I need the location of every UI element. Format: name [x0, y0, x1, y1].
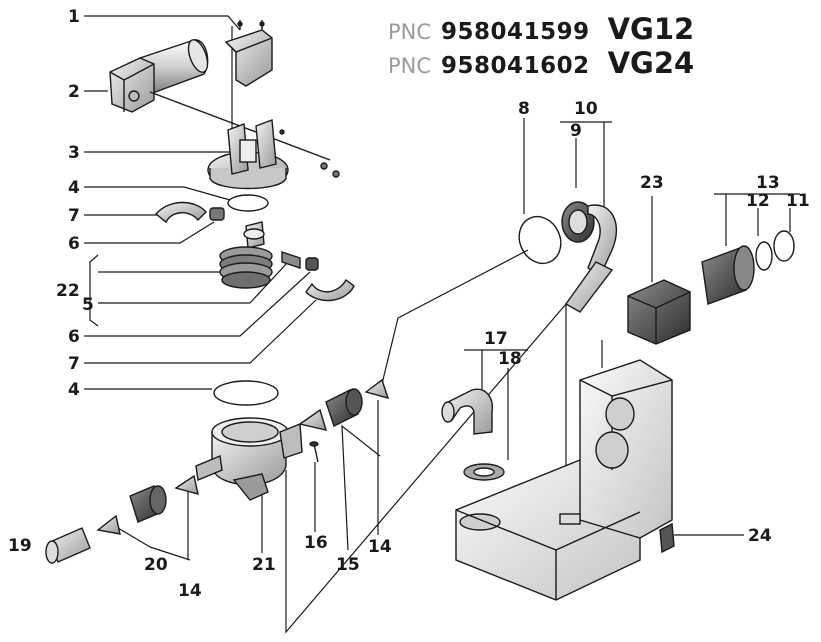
part-nut	[129, 485, 167, 523]
pnc-row-vg24: PNC 958041602 VG24	[388, 46, 694, 80]
leader-1	[84, 15, 241, 31]
callout-8: 8	[518, 99, 530, 119]
part-bracket-plate	[224, 20, 273, 87]
part-fitting	[209, 207, 319, 271]
part-pump-housing	[195, 417, 303, 501]
bracket-22	[89, 254, 99, 327]
leader-22-5	[98, 261, 289, 304]
part-inlet-fitting	[701, 230, 795, 305]
part-screw	[309, 441, 319, 463]
model-name: VG24	[607, 46, 695, 80]
part-fixing-clip	[659, 522, 675, 554]
callout-14b: 14	[178, 581, 202, 601]
callout-11: 11	[786, 191, 810, 211]
callout-14: 14	[368, 537, 392, 557]
callout-22: 22	[56, 281, 80, 301]
callout-16: 16	[304, 533, 328, 553]
callout-20: 20	[144, 555, 168, 575]
pnc-row-vg12: PNC 958041599 VG12	[388, 12, 694, 46]
part-o-ring-large	[213, 380, 279, 406]
callout-4: 4	[68, 178, 80, 198]
part-threaded-connector	[325, 388, 363, 427]
callout-9: 9	[570, 121, 582, 141]
part-mount-plate	[207, 119, 340, 190]
callout-21: 21	[252, 555, 276, 575]
model-name: VG12	[607, 12, 695, 46]
callout-1: 1	[68, 7, 80, 27]
part-duckbill-valve	[96, 378, 390, 535]
leader-6b	[84, 271, 311, 337]
leader-14-15	[341, 400, 381, 551]
callout-24: 24	[748, 526, 772, 546]
part-clamp-lower	[305, 278, 355, 302]
leader-lines	[84, 15, 800, 634]
callout-10: 10	[574, 99, 598, 119]
callout-6: 6	[68, 234, 80, 254]
callout-3: 3	[68, 143, 80, 163]
part-hose-tail	[45, 527, 91, 564]
leader-4a	[84, 186, 231, 201]
part-elbow-hose	[561, 201, 618, 313]
leader-6a	[84, 221, 215, 244]
callout-7: 7	[68, 206, 80, 226]
callout-15: 15	[336, 555, 360, 575]
leader-20-14	[117, 490, 191, 561]
pnc-number: 958041599	[441, 19, 590, 45]
callout-19: 19	[8, 536, 32, 556]
callout-12: 12	[746, 191, 770, 211]
callout-17: 17	[484, 329, 508, 349]
pnc-label: PNC	[388, 54, 432, 78]
part-impeller-bellows	[219, 221, 273, 289]
connection-lines	[285, 249, 567, 634]
callout-7b: 7	[68, 354, 80, 374]
callout-18: 18	[498, 349, 522, 369]
leader-7b	[84, 299, 317, 364]
callout-6b: 6	[68, 327, 80, 347]
callout-4b: 4	[68, 380, 80, 400]
callout-2: 2	[68, 82, 80, 102]
part-hose-clamp	[518, 215, 562, 265]
part-seal-18	[463, 463, 505, 481]
part-clamp-upper	[154, 201, 207, 224]
pnc-label: PNC	[388, 20, 432, 44]
callout-5: 5	[82, 295, 94, 315]
callout-labels: 1 2 3 4 7 6 22 5 6 7 4 8 10 9 23 13 12 1…	[8, 7, 810, 601]
callout-23: 23	[640, 173, 664, 193]
part-o-ring-small	[227, 194, 269, 212]
part-filter-box	[627, 279, 691, 345]
part-motor	[109, 39, 331, 161]
part-tank	[455, 359, 673, 601]
leader-13-12-11	[714, 193, 800, 246]
callout-13: 13	[756, 173, 780, 193]
leader-17-18	[464, 349, 528, 460]
part-elbow-17	[441, 388, 493, 435]
pnc-number: 958041602	[441, 53, 590, 79]
